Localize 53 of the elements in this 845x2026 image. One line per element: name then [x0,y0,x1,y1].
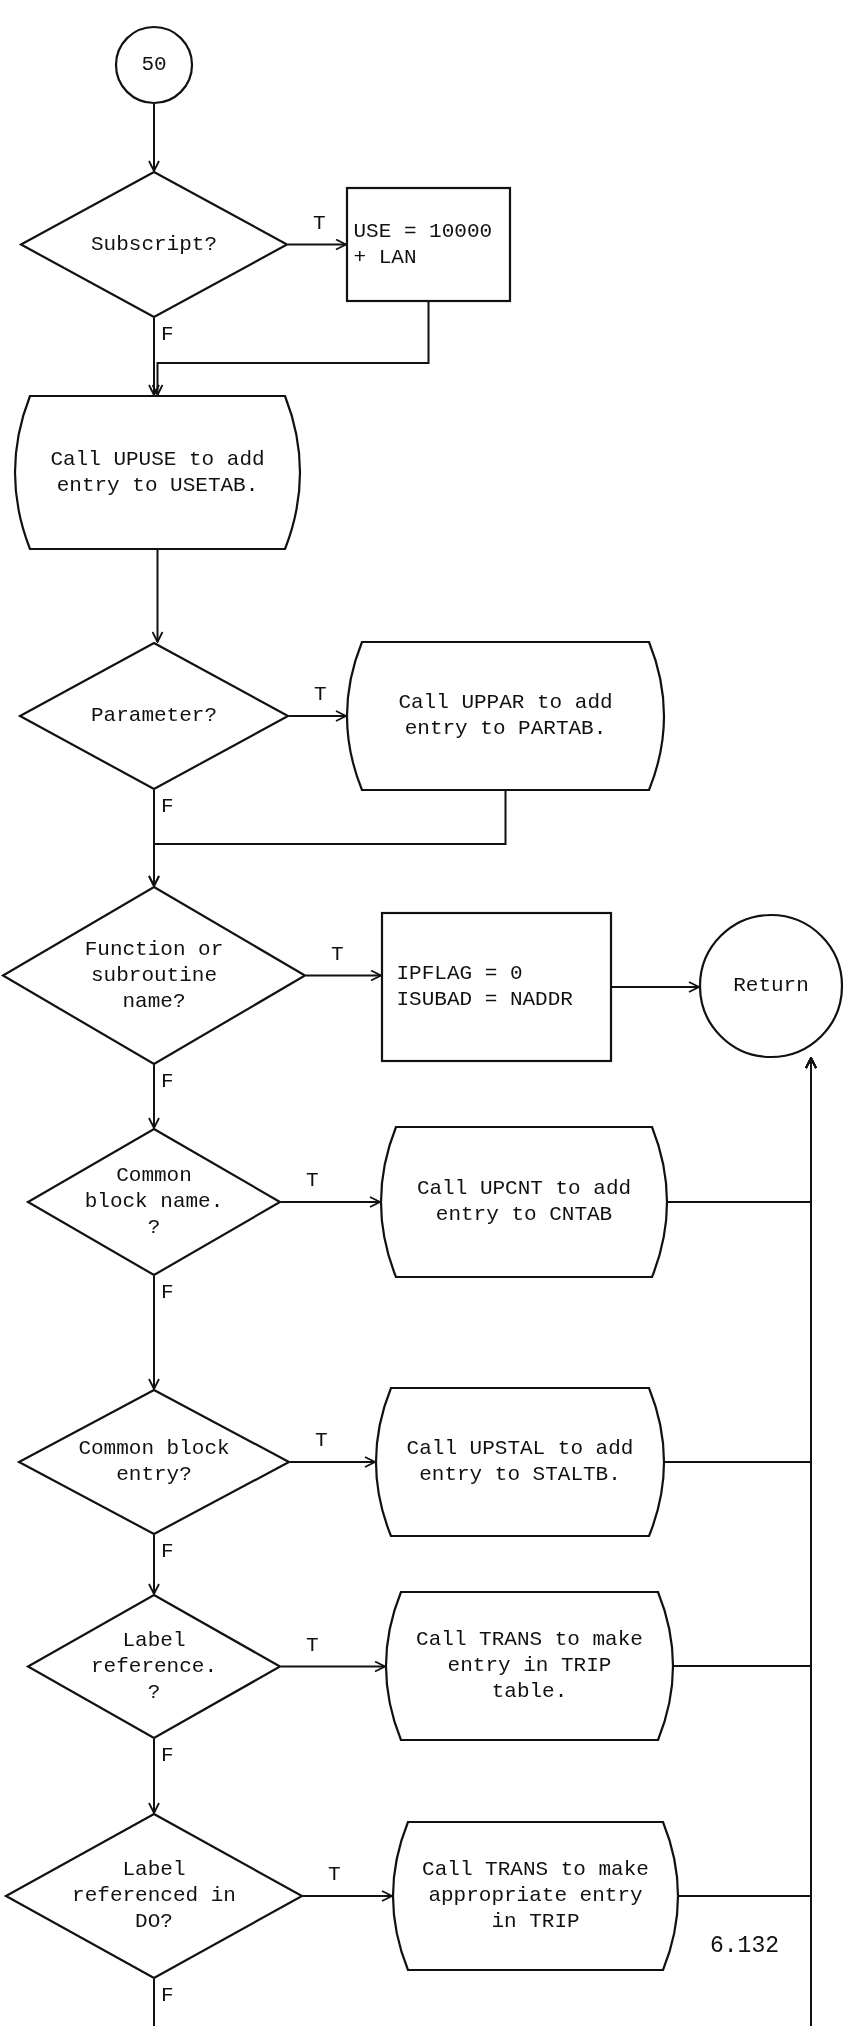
arrow [302,1890,393,1902]
node-text: Call TRANS to make appropriate entry in TRIP [421,1857,650,1935]
subroutine-box [375,1387,665,1537]
decision-diamond [2,886,306,1065]
node-text: Call UPUSE to add entry to USETAB. [49,446,266,499]
connector-circle [115,26,193,104]
arrow [611,981,700,993]
node-text: Function or subroutine name? [83,936,225,1015]
subroutine-box [14,395,301,550]
node-text: Common block entry? [77,1436,231,1488]
decision-diamond [5,1813,303,1979]
arrow [280,1196,381,1208]
arrow [288,710,347,722]
node-text: 50 [140,52,168,78]
arrow [151,549,164,643]
subroutine-box [346,641,665,791]
node-text: Parameter? [90,703,218,729]
decision-diamond [19,642,289,790]
arrow [305,969,382,982]
arrow [148,790,507,887]
node-text: Label reference. ? [90,1627,218,1706]
arrow [148,1738,160,1814]
decision-diamond [18,1389,290,1535]
process-box [346,187,511,302]
subroutine-box [385,1591,674,1741]
arrow [805,1057,817,2026]
node-text: Return [732,973,810,999]
arrow [148,103,160,172]
node-text: Call UPPAR to add entry to PARTAB. [397,690,614,742]
decision-diamond [27,1594,281,1739]
arrow [148,1275,160,1390]
node-text: IPFLAG = 0 ISUBAD = NADDR [396,961,574,1013]
node-text: USE = 10000 + LAN [353,218,494,271]
process-box [381,912,612,1062]
node-text: Call TRANS to make entry in TRIP table. [415,1627,644,1705]
connector-line [153,1978,155,2026]
arrow [151,301,430,396]
arrow [287,238,347,251]
arrow [289,1456,376,1468]
node-text: Call UPCNT to add entry to CNTAB [415,1176,633,1228]
arrow [148,1534,160,1595]
subroutine-box [392,1821,679,1971]
node-text: Common block name. ? [83,1163,225,1241]
terminal-circle [699,914,843,1058]
arrow [280,1660,386,1673]
decision-diamond [20,171,288,318]
node-text: Label referenced in DO? [71,1857,237,1935]
arrow [148,1064,160,1129]
subroutine-box [380,1126,668,1278]
node-text: Call UPSTAL to add entry to STALTB. [405,1436,635,1488]
arrow [148,317,160,396]
decision-diamond [27,1128,281,1276]
node-text: Subscript? [90,231,218,258]
